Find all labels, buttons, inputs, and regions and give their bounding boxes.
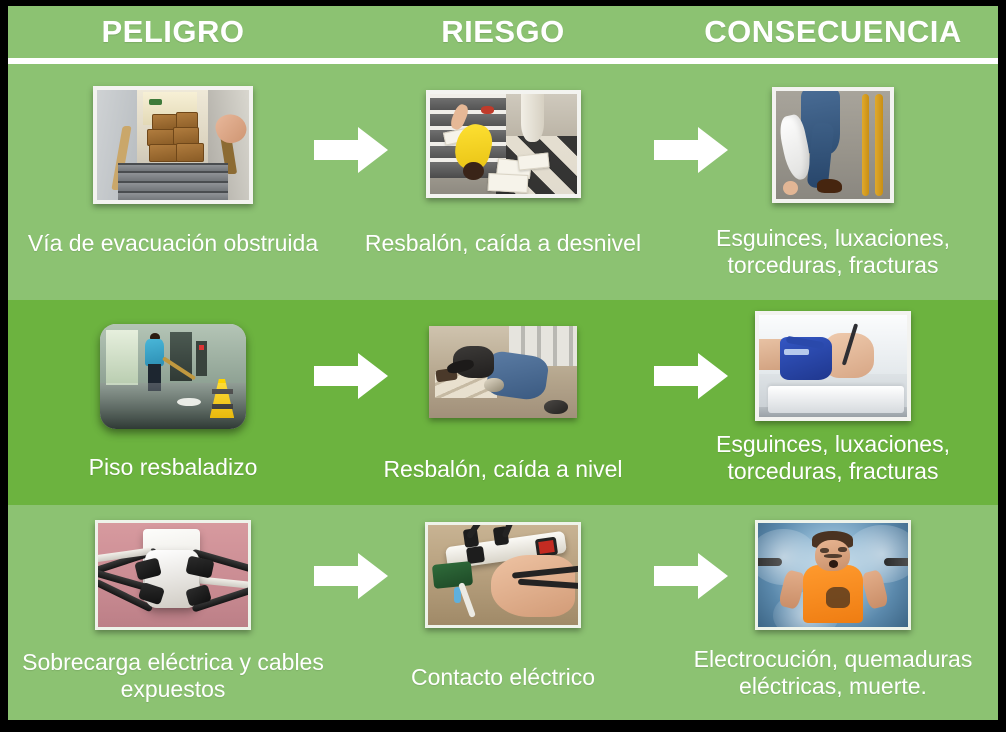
right-arrow-icon	[314, 553, 388, 599]
table-row: Vía de evacuación obstruida	[8, 64, 998, 300]
person-fallen-on-floor-photo	[429, 326, 577, 418]
overloaded-electrical-outlet-photo	[95, 520, 251, 630]
header-divider-rule	[8, 58, 998, 64]
header-band	[8, 6, 998, 58]
right-arrow-icon	[314, 127, 388, 173]
risk-caption: Resbalón, caída a desnivel	[364, 230, 642, 256]
hazard-caption: Piso resbaladizo	[88, 454, 258, 480]
hazard-caption: Sobrecarga eléctrica y cables expuestos	[22, 649, 324, 702]
table-row: Sobrecarga eléctrica y cables expuestos	[8, 505, 998, 720]
mopping-floor-wet-floor-sign-photo	[100, 324, 246, 429]
right-arrow-icon	[654, 553, 728, 599]
consequence-cell: Esguinces, luxaciones, torceduras, fract…	[668, 64, 998, 300]
risk-caption: Resbalón, caída a nivel	[383, 456, 623, 482]
stairway-blocked-by-boxes-photo	[93, 86, 253, 204]
risk-cell: Resbalón, caída a nivel	[338, 300, 668, 505]
consequence-cell: Esguinces, luxaciones, torceduras, fract…	[668, 300, 998, 505]
consequence-caption: Electrocución, quemaduras eléctricas, mu…	[693, 646, 973, 699]
column-header-peligro: PELIGRO	[101, 14, 245, 49]
consequence-caption: Esguinces, luxaciones, torceduras, fract…	[716, 431, 950, 484]
hand-touching-power-strip-photo	[425, 522, 581, 628]
hazard-cell: Sobrecarga eléctrica y cables expuestos	[8, 505, 338, 720]
person-being-electrocuted-photo	[755, 520, 911, 630]
hazard-caption: Vía de evacuación obstruida	[27, 230, 319, 256]
consequence-cell: Electrocución, quemaduras eléctricas, mu…	[668, 505, 998, 720]
column-header-consecuencia: CONSECUENCIA	[704, 14, 962, 49]
consequence-caption: Esguinces, luxaciones, torceduras, fract…	[716, 225, 950, 278]
column-header-riesgo: RIESGO	[441, 14, 565, 49]
header-row: PELIGRO RIESGO CONSECUENCIA	[8, 6, 998, 58]
right-arrow-icon	[654, 127, 728, 173]
right-arrow-icon	[314, 353, 388, 399]
hazard-cell: Piso resbaladizo	[8, 300, 338, 505]
person-fallen-on-stairs-photo	[425, 90, 581, 198]
risk-cell: Contacto eléctrico	[338, 505, 668, 720]
hazard-cell: Vía de evacuación obstruida	[8, 64, 338, 300]
table-row: Piso resbaladizo Resbalón, caída a nivel	[8, 300, 998, 505]
leg-in-cast-with-crutches-photo	[772, 87, 894, 203]
right-arrow-icon	[654, 353, 728, 399]
risk-caption: Contacto eléctrico	[410, 664, 596, 690]
risk-cell: Resbalón, caída a desnivel	[338, 64, 668, 300]
hand-with-blue-wrist-brace-photo	[755, 311, 911, 421]
